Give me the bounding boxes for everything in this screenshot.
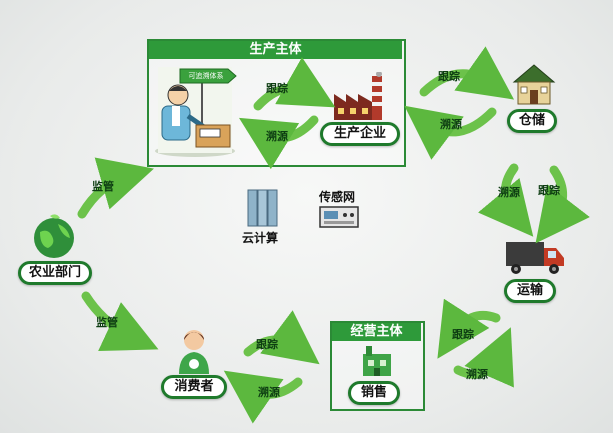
arrow-track-inner xyxy=(253,57,336,111)
arrow-trace-inner xyxy=(238,115,319,170)
label-supervise-upper: 监管 xyxy=(92,179,114,193)
agriculture-dept-label: 农业部门 xyxy=(18,261,92,285)
consumer-icon xyxy=(176,328,212,374)
server-rack-icon xyxy=(246,188,280,228)
label-supervise-lower: 监管 xyxy=(96,315,118,329)
sensor-device-icon xyxy=(318,205,360,231)
arrow-trace-transport xyxy=(477,163,534,237)
production-subject-title: 生产主体 xyxy=(149,41,402,59)
label-trace-warehouse: 溯源 xyxy=(440,117,462,131)
arrow-track-transport xyxy=(535,165,590,244)
business-subject-title: 经营主体 xyxy=(332,323,421,341)
arrow-track-sales xyxy=(437,298,501,359)
arrow-trace-consumer xyxy=(223,370,303,424)
cloud-computing-label: 云计算 xyxy=(242,231,279,245)
label-track-sales: 跟踪 xyxy=(452,327,474,341)
traceability-sign-label: 可追溯体系 xyxy=(188,72,224,80)
label-trace-consumer: 溯源 xyxy=(258,385,280,399)
arrow-supervise-upper xyxy=(77,157,154,219)
arrow-trace-sales xyxy=(453,327,514,388)
arrow-track-warehouse xyxy=(419,46,515,100)
arrow-supervise-lower xyxy=(81,291,159,352)
production-enterprise-label: 生产企业 xyxy=(320,122,400,146)
label-track-warehouse: 跟踪 xyxy=(438,69,460,83)
arrow-trace-warehouse xyxy=(404,105,497,160)
label-trace-sales: 溯源 xyxy=(466,367,488,381)
sensor-network-label: 传感网 xyxy=(319,190,356,204)
globe-leaf-icon xyxy=(30,212,78,260)
inspector-illustration: 可追溯体系 xyxy=(150,61,240,159)
warehouse-label: 仓储 xyxy=(507,109,557,133)
warehouse-icon xyxy=(511,62,557,106)
factory-icon xyxy=(332,71,390,122)
sales-store-icon xyxy=(360,344,394,378)
consumer-label: 消费者 xyxy=(161,375,227,399)
label-trace-transport: 溯源 xyxy=(498,185,520,199)
label-track-consumer: 跟踪 xyxy=(256,337,278,351)
label-trace-inner: 溯源 xyxy=(266,129,288,143)
truck-icon xyxy=(504,238,566,276)
sales-label: 销售 xyxy=(348,381,400,405)
label-track-transport: 跟踪 xyxy=(538,183,560,197)
transport-label: 运输 xyxy=(504,279,556,303)
arrow-track-consumer xyxy=(243,310,320,365)
label-track-inner: 跟踪 xyxy=(266,81,288,95)
